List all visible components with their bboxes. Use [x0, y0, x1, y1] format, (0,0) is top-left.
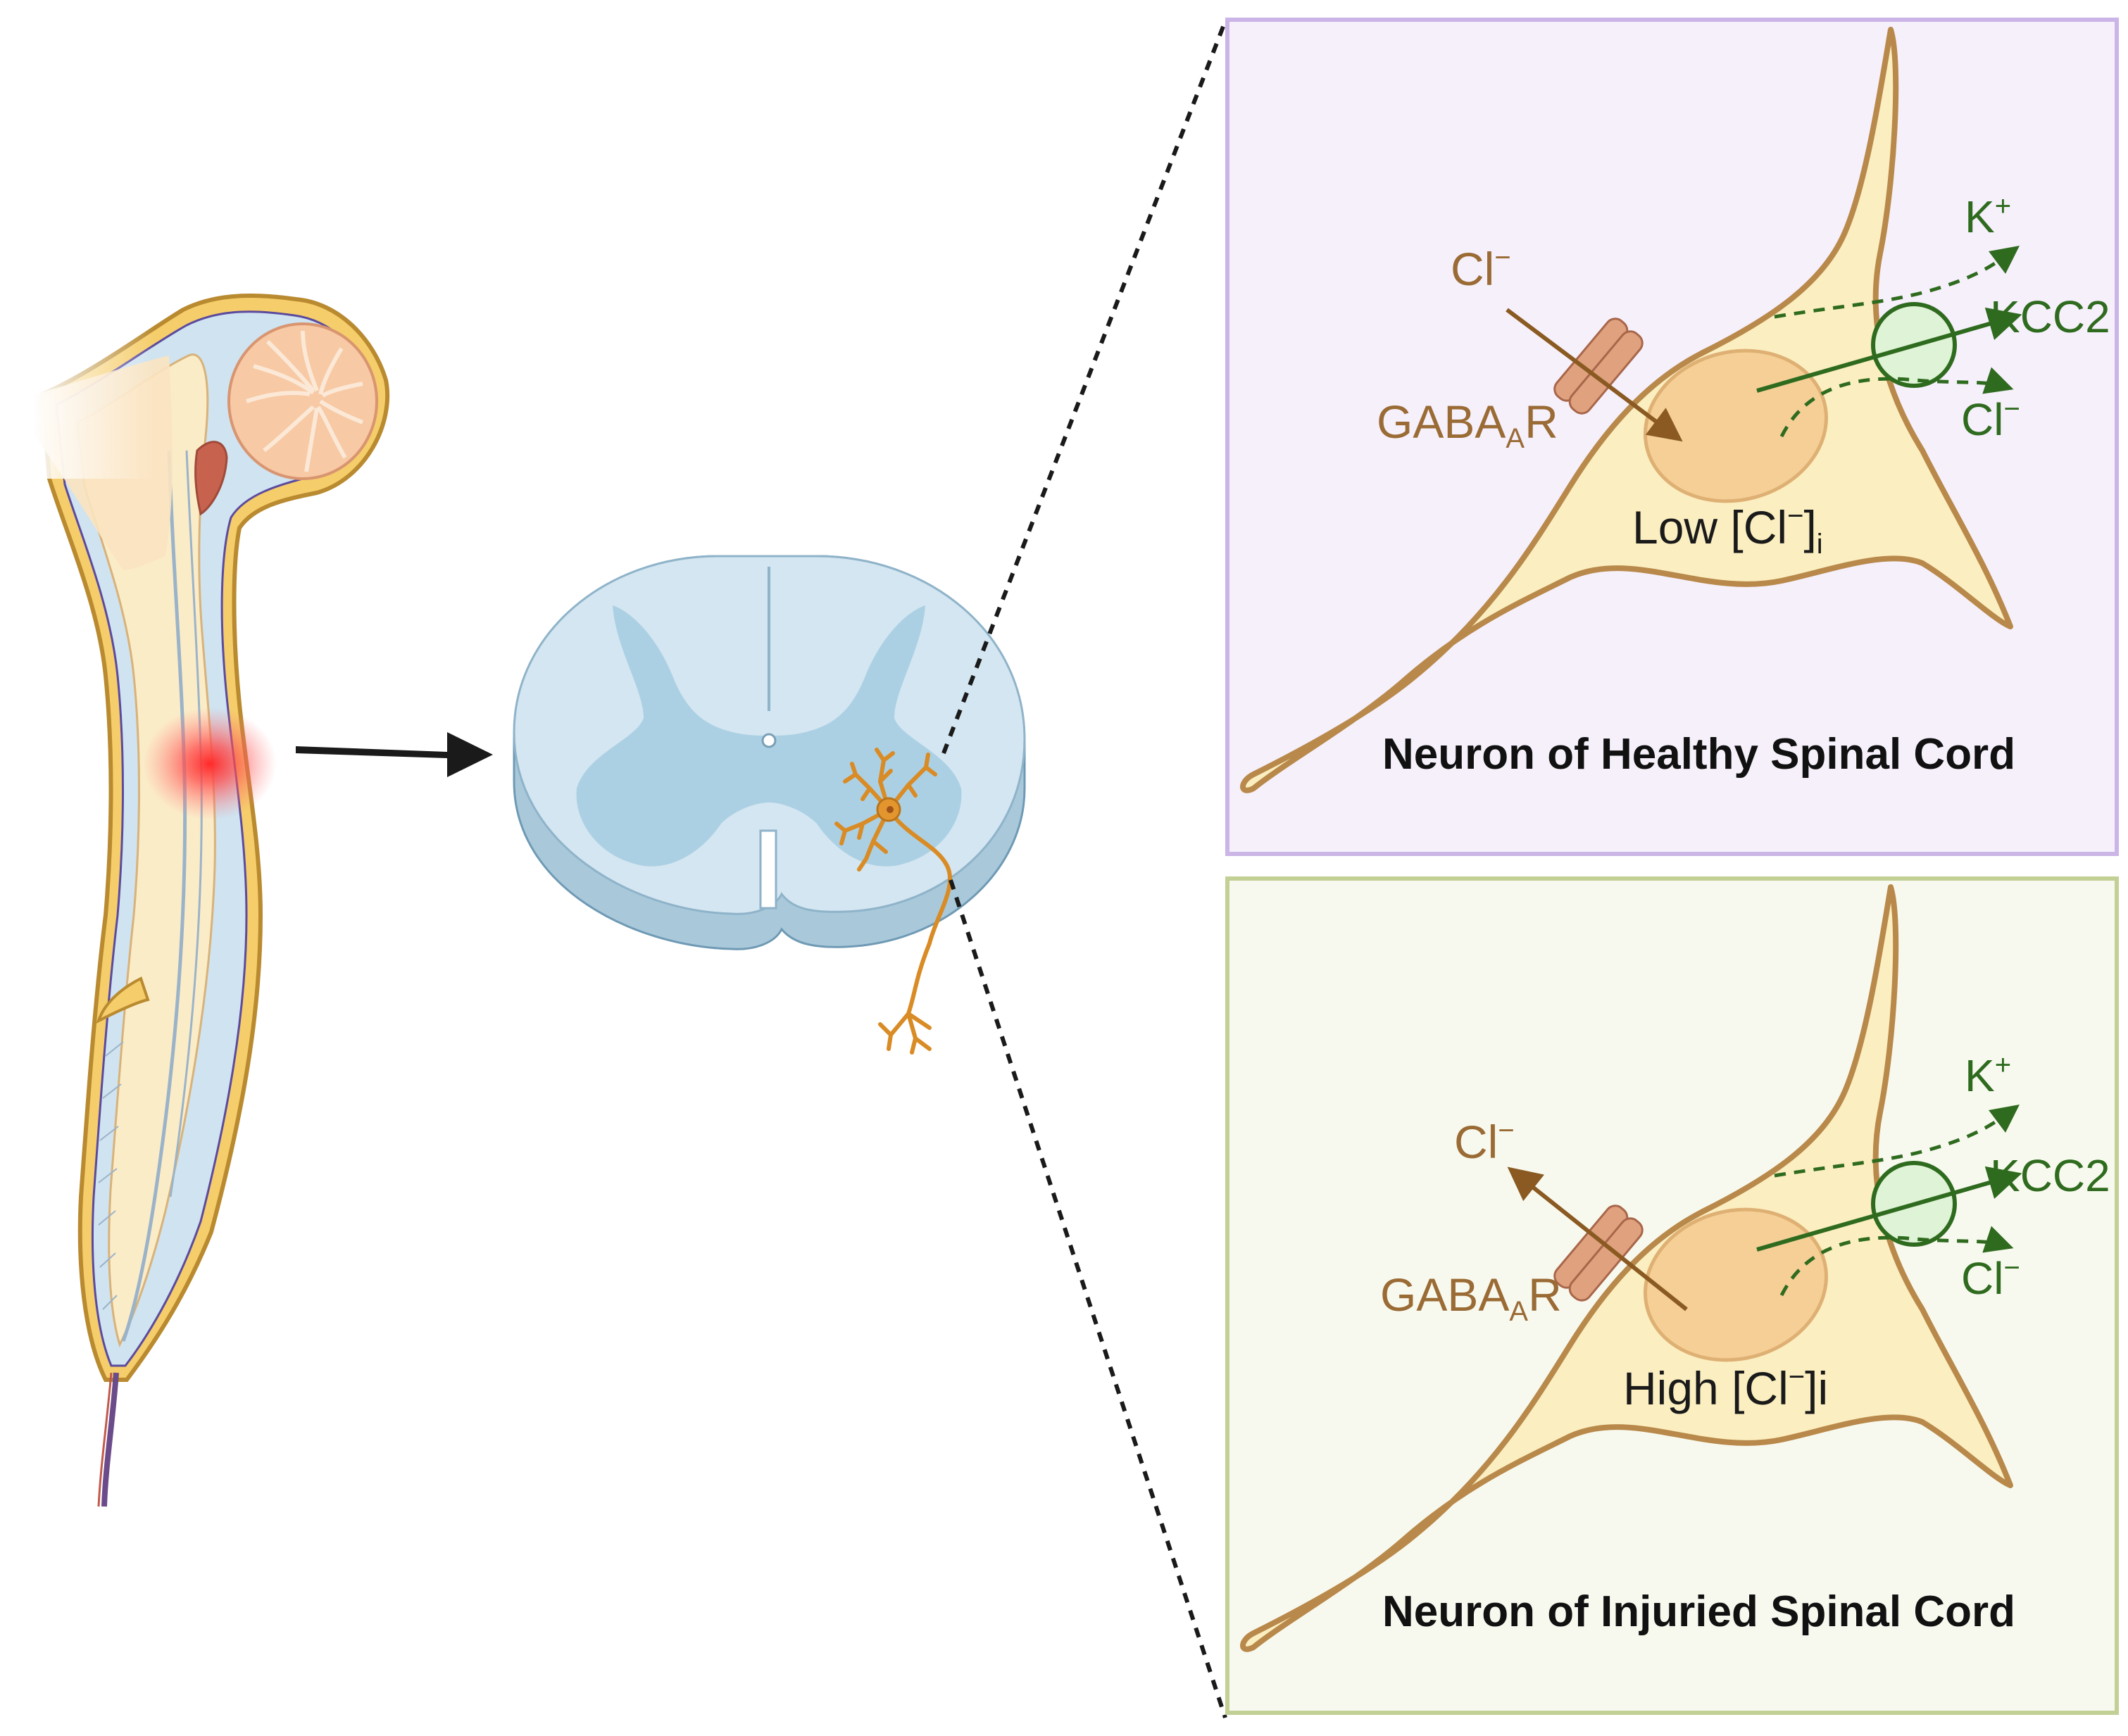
injured-nucleus	[1644, 1207, 1828, 1362]
healthy-cl-out-label: Cl−	[1961, 394, 2020, 445]
pons-structure	[194, 441, 228, 516]
healthy-gabaa-channel	[1553, 317, 1644, 415]
injured-kcc2-label: KCC2	[1990, 1150, 2110, 1201]
injured-cl-out-label: Cl−	[1961, 1252, 2020, 1304]
healthy-panel-title: Neuron of Healthy Spinal Cord	[1382, 730, 2015, 779]
transition-arrow	[296, 732, 493, 777]
zoom-line-top	[941, 20, 1227, 755]
injured-kcc2-efflux-arrow	[1756, 1166, 2022, 1252]
cauda-nerves	[98, 1041, 124, 1310]
spinal-cord-illustration	[28, 294, 390, 1507]
motor-neuron	[834, 748, 953, 1055]
healthy-neuron-body	[1240, 27, 2013, 793]
healthy-neuron-panel: Cl− GABAAR K+ KCC2 Cl− Low [Cl−]i Neuron…	[1225, 18, 2119, 856]
injury-site	[143, 707, 277, 820]
healthy-cl-influx-arrow	[1506, 308, 1683, 442]
injured-concentration-label: High [Cl−]i	[1623, 1361, 1828, 1414]
injured-gabaa-channel	[1553, 1204, 1644, 1302]
brainstem-fade	[28, 296, 155, 479]
filum-terminale	[101, 1372, 119, 1507]
central-canal	[121, 450, 187, 1342]
injured-neuron-panel: Cl− GABAAR K+ KCC2 Cl− High [Cl−]i Neuro…	[1225, 876, 2119, 1715]
healthy-k-label: K+	[1965, 191, 2011, 242]
healthy-concentration-label: Low [Cl−]i	[1632, 501, 1823, 560]
injured-panel-title: Neuron of Injuried Spinal Cord	[1382, 1587, 2015, 1636]
spinal-cord-cross-section	[513, 555, 1026, 1055]
healthy-k-efflux-dashed	[1774, 246, 2020, 319]
injured-cl-label: Cl−	[1454, 1115, 1515, 1168]
healthy-nucleus	[1644, 348, 1828, 503]
injured-k-efflux-dashed	[1774, 1105, 2020, 1178]
spinal-cord-tissue	[76, 353, 216, 1348]
injured-neuron-body	[1240, 884, 2013, 1652]
healthy-kcc2-label: KCC2	[1990, 291, 2110, 342]
injured-gabaa-label: GABAAR	[1380, 1269, 1562, 1327]
healthy-gabaa-label: GABAAR	[1377, 396, 1558, 454]
nerve-root	[96, 976, 150, 1024]
cerebellum	[227, 322, 378, 480]
injured-cl-efflux-dashed	[1779, 1226, 2014, 1297]
injured-cl-efflux-arrow	[1507, 1166, 1688, 1312]
injured-k-label: K+	[1965, 1050, 2011, 1101]
healthy-cl-label: Cl−	[1451, 242, 1511, 295]
filum-terminale-vessel	[97, 1372, 113, 1507]
healthy-kcc2-efflux-arrow	[1756, 307, 2022, 393]
zoom-line-bottom	[949, 879, 1227, 1718]
healthy-cl-efflux-dashed	[1779, 367, 2014, 438]
